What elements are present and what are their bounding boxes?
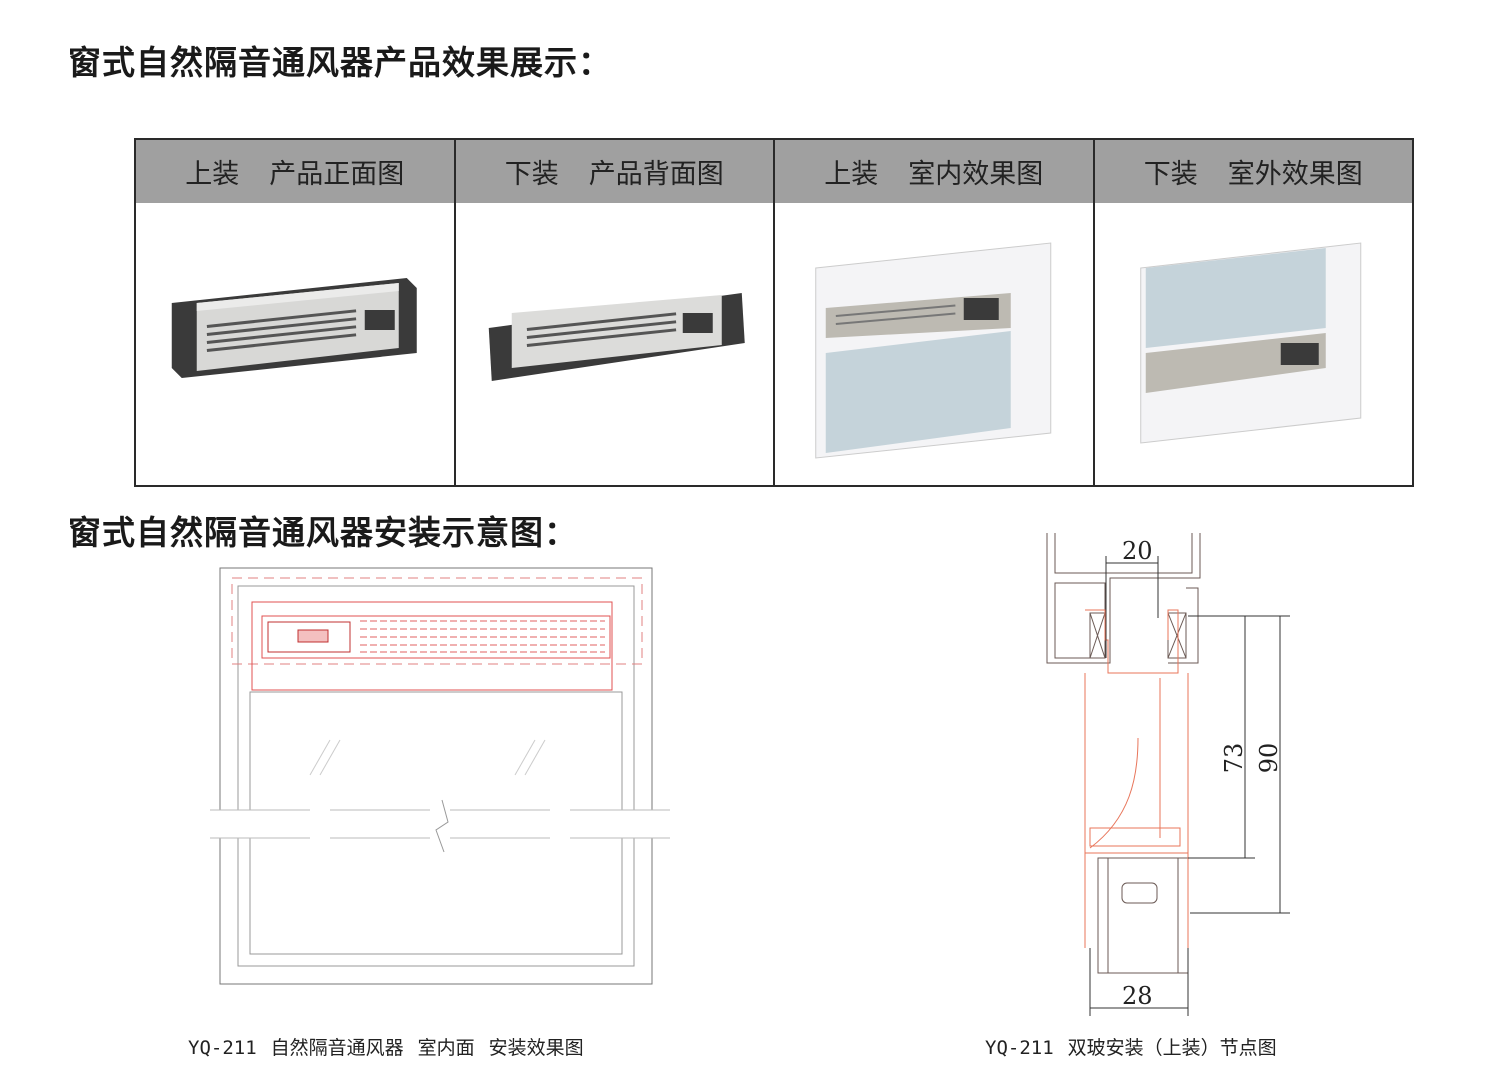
install-heading: 窗式自然隔音通风器安装示意图：: [68, 513, 578, 552]
view-label: 产品正面图: [269, 159, 405, 190]
mode-label: 上装: [824, 159, 879, 190]
dim-inner: 73: [1220, 743, 1248, 774]
dim-outer: 90: [1255, 743, 1283, 774]
indoor-effect-image: [775, 203, 1093, 485]
product-front-image: [136, 203, 454, 485]
showcase-heading: 窗式自然隔音通风器产品效果展示：: [68, 43, 612, 82]
showcase-cell-indoor: 上装室内效果图: [775, 140, 1095, 485]
view-label: 室外效果图: [1227, 159, 1363, 190]
node-caption: YQ-211 双玻安装（上装）节点图: [985, 1033, 1277, 1060]
showcase-cell-front: 上装产品正面图: [136, 140, 456, 485]
side-label: 室内面: [417, 1037, 475, 1059]
cell-header: 上装产品正面图: [136, 140, 454, 203]
showcase-cell-back: 下装产品背面图: [455, 140, 775, 485]
mode-label: 上装: [185, 159, 240, 190]
cell-header: 上装室内效果图: [775, 140, 1093, 203]
view-label: 室内效果图: [908, 159, 1044, 190]
mode-label: 下装: [504, 159, 559, 190]
view-label: 产品背面图: [588, 159, 724, 190]
cell-header: 下装产品背面图: [455, 140, 773, 203]
cell-header: 下装室外效果图: [1094, 140, 1412, 203]
dim-top: 20: [1122, 537, 1153, 565]
showcase-table: 上装产品正面图 下装产品背面图 上装室内效果图 下装室外效果图: [134, 138, 1414, 487]
showcase-cell-outdoor: 下装室外效果图: [1094, 140, 1413, 485]
mode-label: 下装: [1143, 159, 1198, 190]
model-label: YQ-211: [188, 1037, 257, 1059]
product-back-image: [456, 203, 774, 485]
model-label: YQ-211: [985, 1037, 1054, 1059]
indoor-install-caption: YQ-211 自然隔音通风器室内面安装效果图: [188, 1033, 584, 1060]
indoor-install-drawing: [210, 567, 670, 985]
product-name: 自然隔音通风器: [270, 1037, 404, 1059]
caption-desc: 双玻安装（上装）节点图: [1067, 1037, 1277, 1059]
dim-bottom: 28: [1122, 982, 1153, 1010]
outdoor-effect-image: [1095, 203, 1413, 485]
caption-desc: 安装效果图: [488, 1037, 584, 1059]
node-section-drawing: 20 28 73 90: [1046, 533, 1290, 1016]
